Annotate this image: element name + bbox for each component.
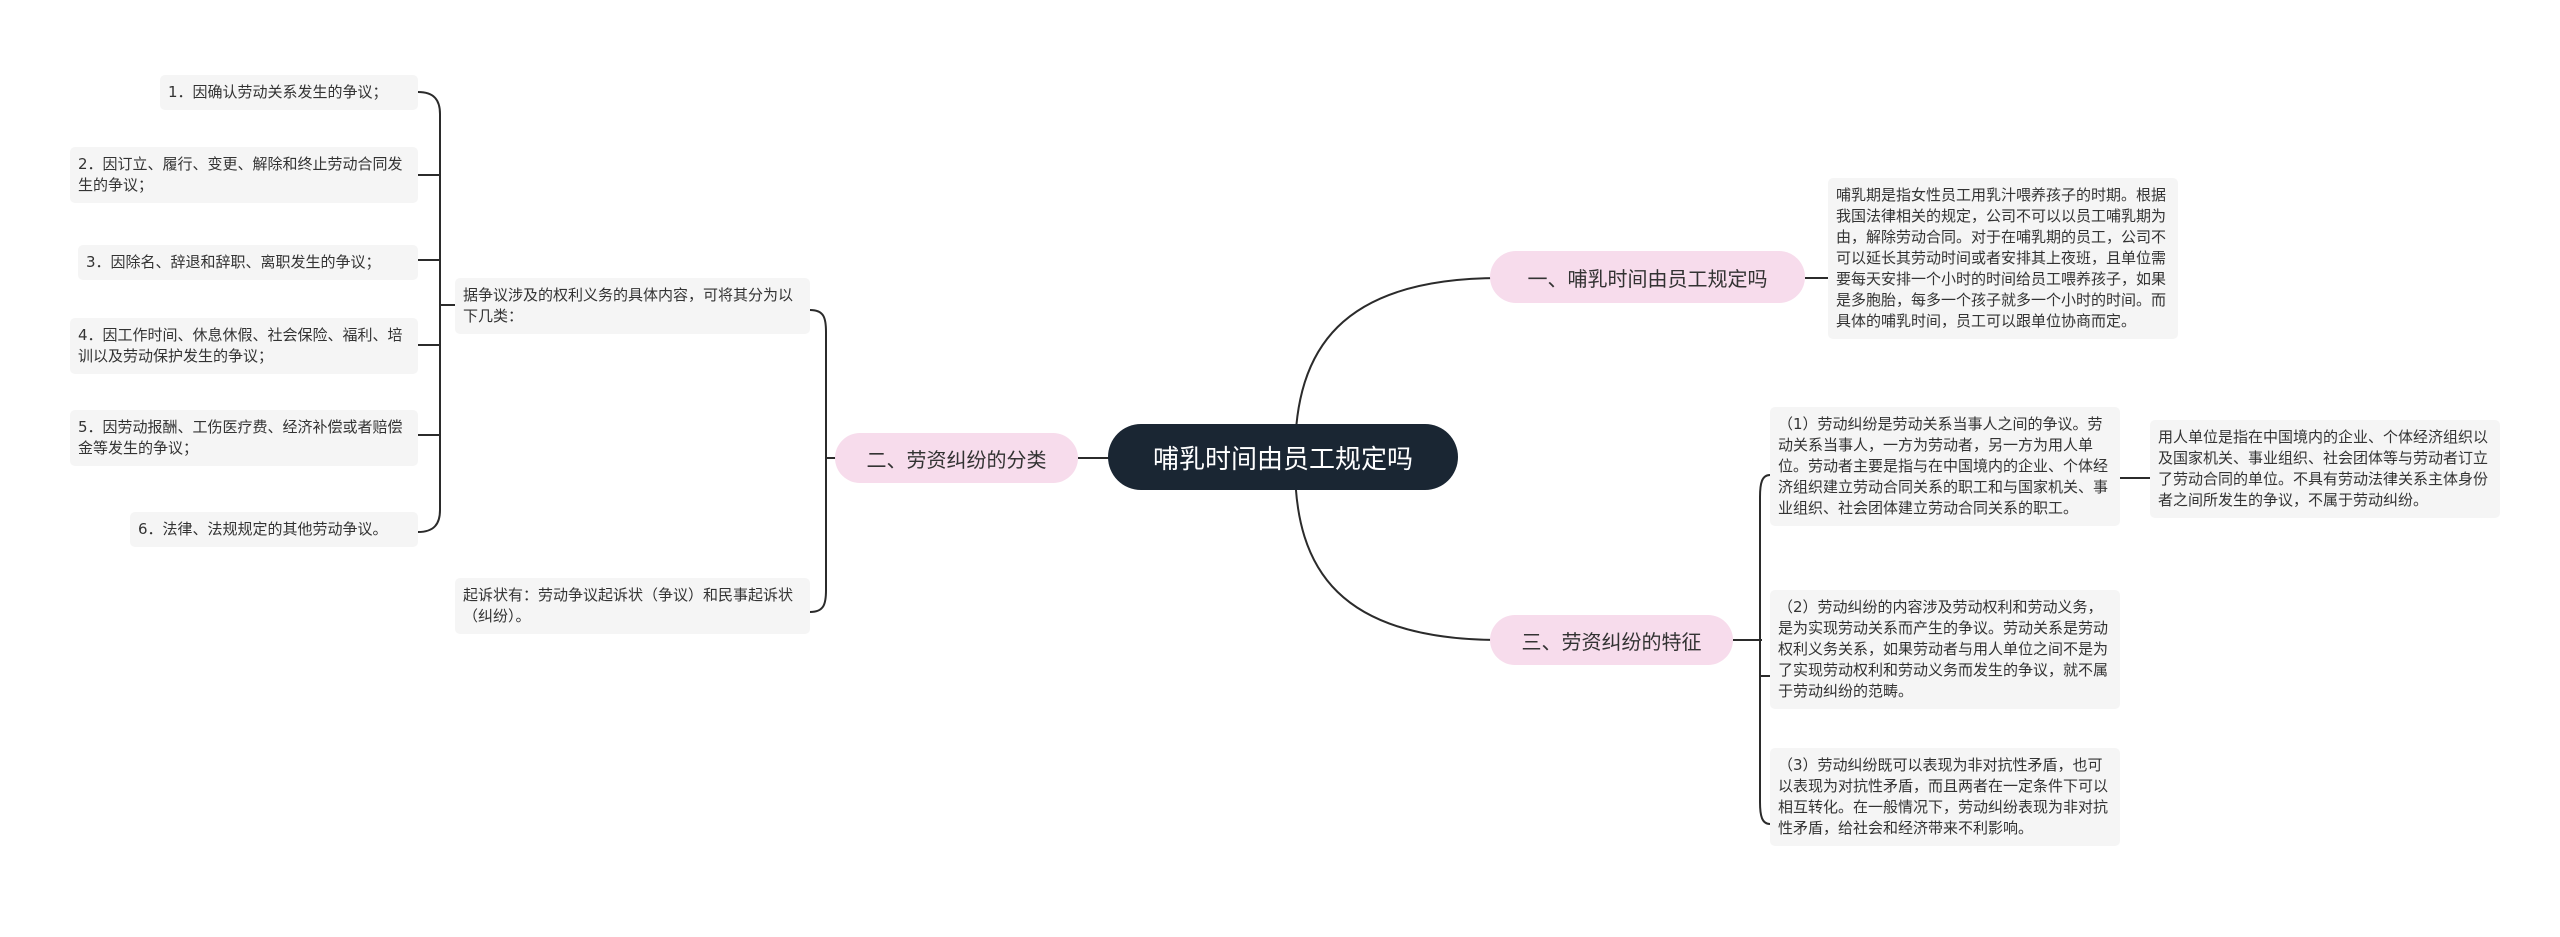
dispute-type-item-3[interactable]: 3．因除名、辞退和辞职、离职发生的争议； <box>78 245 418 280</box>
complaint-types[interactable]: 起诉状有：劳动争议起诉状（争议）和民事起诉状（纠纷）。 <box>455 578 810 634</box>
breastfeeding-explanation[interactable]: 哺乳期是指女性员工用乳汁喂养孩子的时期。根据我国法律相关的规定，公司不可以以员工… <box>1828 178 2178 339</box>
dispute-classification-basis[interactable]: 据争议涉及的权利义务的具体内容，可将其分为以下几类： <box>455 278 810 334</box>
branch-labor-dispute-features[interactable]: 三、劳资纠纷的特征 <box>1490 615 1733 665</box>
feature-2[interactable]: （2）劳动纠纷的内容涉及劳动权利和劳动义务，是为实现劳动关系而产生的争议。劳动关… <box>1770 590 2120 709</box>
dispute-type-item-6[interactable]: 6．法律、法规规定的其他劳动争议。 <box>130 512 418 547</box>
dispute-type-item-4[interactable]: 4．因工作时间、休息休假、社会保险、福利、培训以及劳动保护发生的争议； <box>70 318 418 374</box>
feature-1-note[interactable]: 用人单位是指在中国境内的企业、个体经济组织以及国家机关、事业组织、社会团体等与劳… <box>2150 420 2500 518</box>
feature-1[interactable]: （1）劳动纠纷是劳动关系当事人之间的争议。劳动关系当事人，一方为劳动者，另一方为… <box>1770 407 2120 526</box>
feature-3[interactable]: （3）劳动纠纷既可以表现为非对抗性矛盾，也可以表现为对抗性矛盾，而且两者在一定条… <box>1770 748 2120 846</box>
dispute-type-item-2[interactable]: 2．因订立、履行、变更、解除和终止劳动合同发生的争议； <box>70 147 418 203</box>
dispute-type-item-5[interactable]: 5．因劳动报酬、工伤医疗费、经济补偿或者赔偿金等发生的争议； <box>70 410 418 466</box>
branch-labor-dispute-types[interactable]: 二、劳资纠纷的分类 <box>835 433 1078 483</box>
root-node[interactable]: 哺乳时间由员工规定吗 <box>1108 424 1458 490</box>
branch-breastfeeding-time[interactable]: 一、哺乳时间由员工规定吗 <box>1490 251 1805 303</box>
dispute-type-item-1[interactable]: 1．因确认劳动关系发生的争议； <box>160 75 418 110</box>
